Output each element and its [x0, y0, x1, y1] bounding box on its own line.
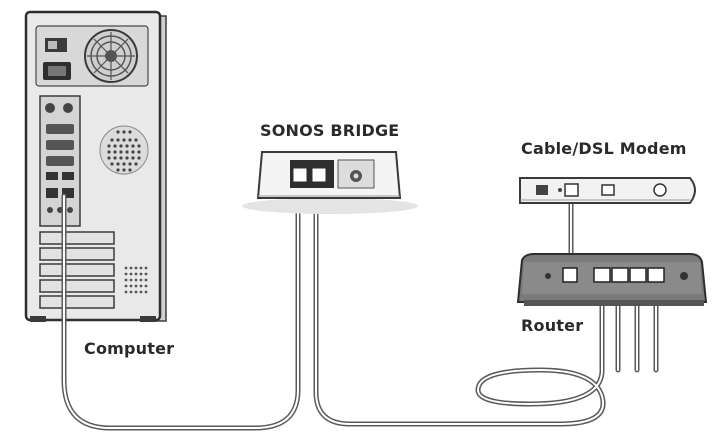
computer-tower — [24, 10, 167, 322]
router-label: Router — [521, 316, 584, 335]
modem-label: Cable/DSL Modem — [521, 139, 687, 158]
sonos-bridge-device — [242, 151, 418, 214]
modem-coax-port — [653, 183, 667, 197]
modem-power-port — [536, 185, 548, 195]
modem-device — [519, 177, 696, 204]
expansion-slots — [39, 231, 115, 309]
usb-port-2 — [62, 172, 74, 180]
parallel-port — [46, 156, 74, 166]
router-lan-port-2 — [611, 267, 629, 283]
serial-port-2 — [46, 140, 74, 150]
power-switch-rocker — [48, 41, 57, 49]
ps2-port-2 — [63, 103, 73, 113]
power-socket-inner — [48, 66, 66, 76]
cable-bridge-to-router — [313, 189, 606, 427]
router-wan-port — [562, 267, 578, 283]
bottom-vent — [124, 266, 148, 294]
ps2-port-1 — [45, 103, 55, 113]
modem-ethernet-port — [564, 183, 579, 197]
sonos-bridge-label: SONOS BRIDGE — [260, 121, 400, 140]
router-lan-port-3 — [629, 267, 647, 283]
bridge-port-1 — [292, 167, 308, 183]
router-lan-port-4 — [647, 267, 665, 283]
ethernet-port-computer — [46, 188, 58, 198]
router-power-port — [680, 272, 688, 280]
modem-usb-port — [601, 184, 615, 196]
usb-port-1 — [46, 172, 58, 180]
computer-label: Computer — [84, 339, 175, 358]
vent-grille — [99, 125, 149, 175]
bridge-port-2 — [311, 167, 327, 183]
router-device — [516, 253, 708, 306]
router-lan-port-1 — [593, 267, 611, 283]
usb-port-3 — [62, 188, 74, 198]
serial-port-1 — [46, 124, 74, 134]
